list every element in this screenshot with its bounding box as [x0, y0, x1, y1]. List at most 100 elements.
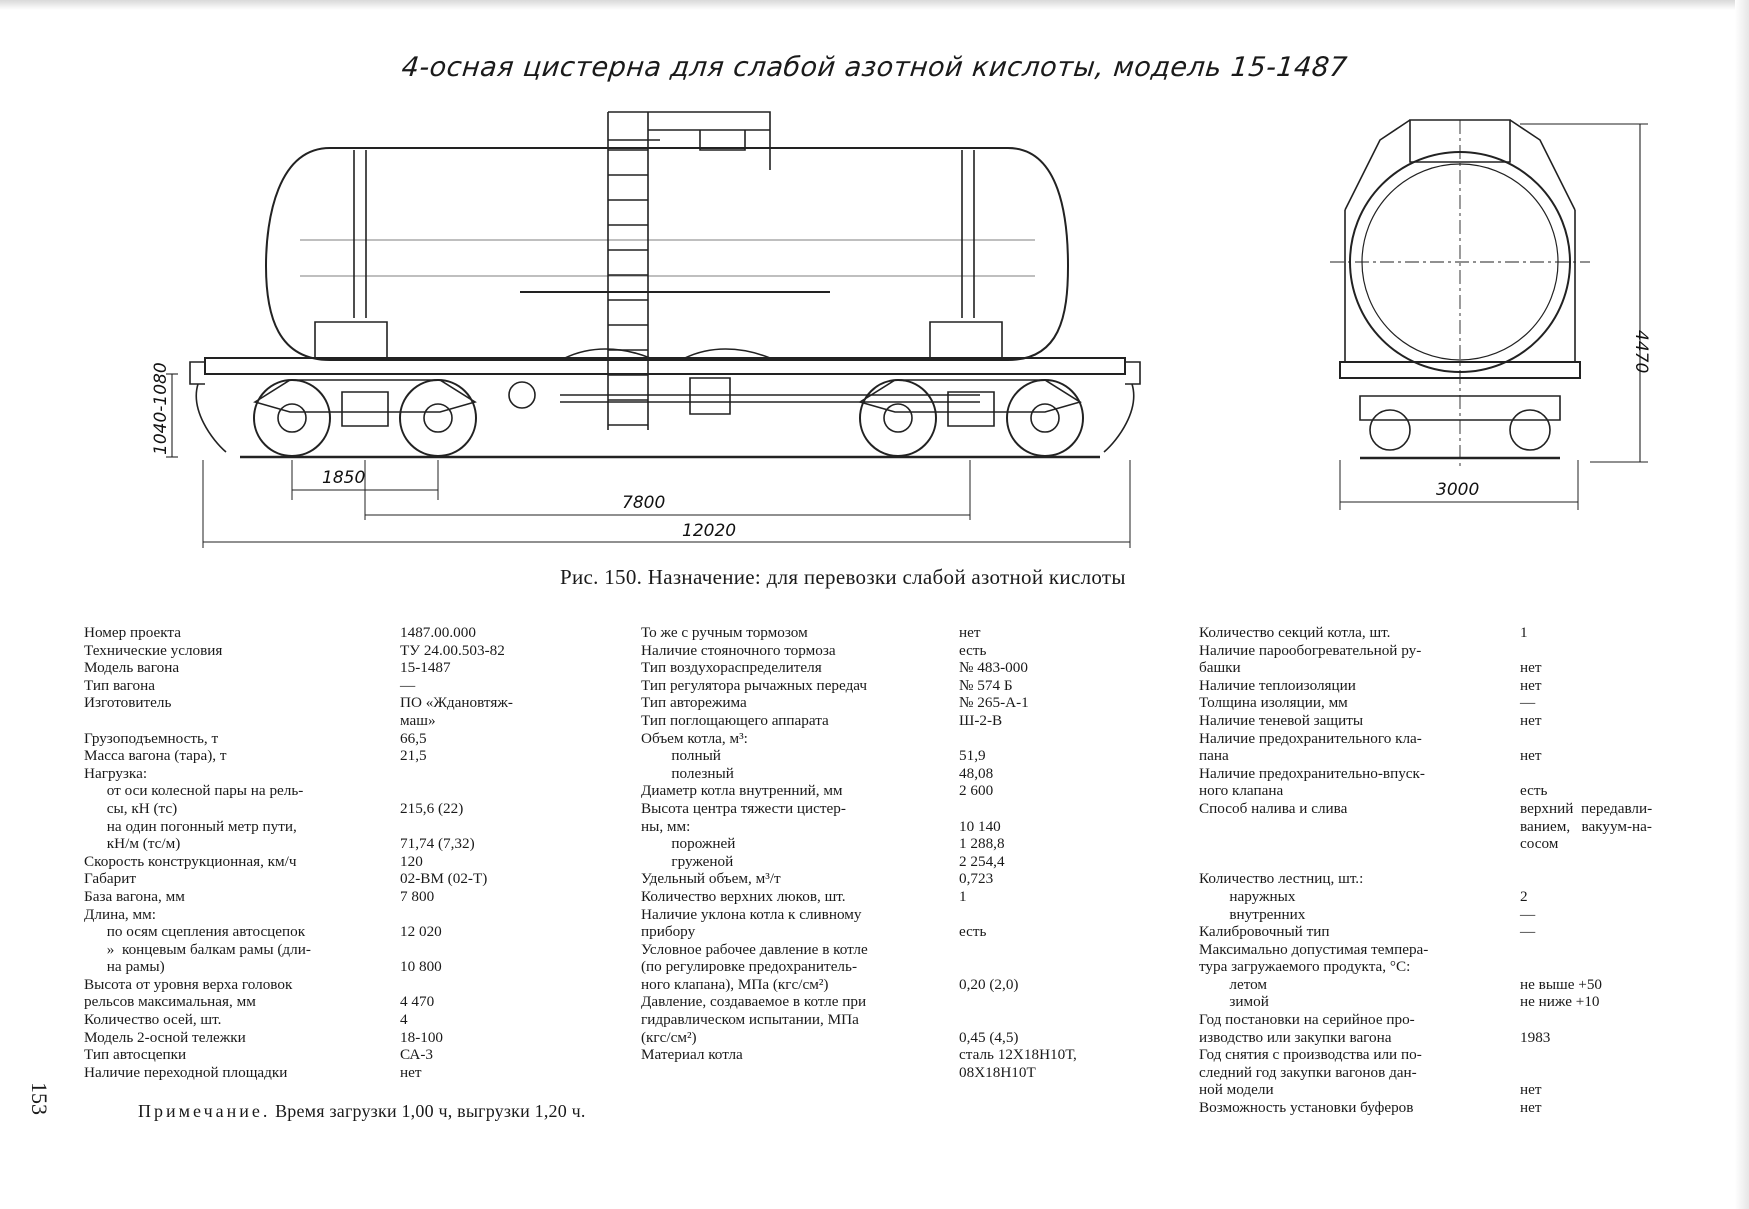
spec-value: нет — [400, 1063, 422, 1081]
spec-value: 1 — [1520, 624, 1528, 641]
spec-label: Масса вагона (тара), т — [84, 747, 227, 765]
spec-row: от оси колесной пары на рель- — [84, 782, 584, 800]
spec-label: Наличие предохранительного кла- — [1199, 729, 1422, 747]
spec-label: Наличие теневой защиты — [1199, 711, 1364, 729]
spec-row: Условное рабочее давление в котле — [641, 941, 1161, 959]
spec-label: наружных — [1199, 887, 1296, 905]
spec-label: Наличие теплоизоляции — [1199, 676, 1356, 694]
dim-label-12020: 12020 — [682, 521, 736, 541]
spec-label: башки — [1199, 659, 1241, 677]
spec-value: нет — [1520, 659, 1542, 677]
spec-row: башки нет — [1199, 659, 1719, 677]
page-edge-shadow-right — [1735, 0, 1749, 1209]
spec-value: 4 — [400, 1011, 408, 1029]
spec-label: полный — [641, 747, 721, 765]
spec-label: Скорость конструкционная, км/ч — [84, 852, 297, 870]
spec-row: Давление, создаваемое в котле при — [641, 993, 1161, 1011]
spec-label: на рамы) — [84, 958, 165, 976]
spec-label: Тип поглощающего аппарата — [641, 711, 829, 729]
spec-value: 12 020 — [400, 923, 442, 941]
spec-value: нет — [1520, 747, 1542, 765]
spec-label: Грузоподъемность, т — [84, 729, 219, 747]
spec-label: сы, кН (тс) — [84, 799, 178, 817]
spec-row: Наличие предохранительного кла- — [1199, 730, 1719, 748]
spec-value: нет — [1520, 1081, 1542, 1099]
spec-row: Наличие предохранительно-впуск- — [1199, 765, 1719, 783]
spec-value: — — [1520, 923, 1536, 941]
spec-label: пана — [1199, 747, 1229, 765]
spec-row: ного клапана есть — [1199, 782, 1719, 800]
bogie-left — [254, 322, 476, 456]
spec-label: Калибровочный тип — [1199, 923, 1330, 941]
spec-row: Наличие парообогревательной ру- — [1199, 642, 1719, 660]
spec-label: от оси колесной пары на рель- — [84, 782, 304, 800]
ladder — [608, 112, 648, 430]
coupler-left — [190, 362, 226, 452]
spec-value: 2 — [1520, 887, 1528, 905]
spec-value: ТУ 24.00.503-82 — [400, 641, 505, 659]
spec-value: Ш-2-В — [959, 711, 1003, 729]
spec-label: груженой — [641, 852, 734, 870]
spec-label: следний год закупки вагонов дан- — [1199, 1063, 1417, 1081]
side-view — [166, 112, 1140, 548]
spec-label: То же с ручным тормозом — [641, 624, 808, 641]
spec-row: гидравлическом испытании, МПа — [641, 1011, 1161, 1029]
spec-row: маш» — [84, 712, 584, 730]
dim-label-3000: 3000 — [1436, 480, 1479, 500]
spec-label: Наличие парообогревательной ру- — [1199, 641, 1422, 659]
spec-value: № 265-А-1 — [959, 694, 1029, 712]
bogie-right — [860, 322, 1083, 456]
spec-row: пана нет — [1199, 747, 1719, 765]
spec-value: 1487.00.000 — [400, 624, 476, 641]
spec-row: » концевым балкам рамы (дли- — [84, 941, 584, 959]
spec-label: гидравлическом испытании, МПа — [641, 1011, 859, 1029]
spec-value: есть — [1520, 782, 1548, 800]
spec-label: внутренних — [1199, 905, 1306, 923]
spec-row: Количество секций котла, шт.1 — [1199, 624, 1719, 642]
spec-label: Изготовитель — [84, 694, 172, 712]
spec-row: Объем котла, м³: — [641, 730, 1161, 748]
spec-label: на один погонный метр пути, — [84, 817, 297, 835]
spec-value: — — [1520, 905, 1536, 923]
spec-value: 21,5 — [400, 747, 427, 765]
note-prefix: Примечание. — [138, 1101, 271, 1121]
spec-value: — — [400, 676, 416, 694]
spec-label: рельсов максимальная, мм — [84, 993, 256, 1011]
tank-boiler — [266, 148, 1068, 360]
spec-value: СА-3 — [400, 1046, 433, 1064]
spec-label: кН/м (тс/м) — [84, 835, 181, 853]
spec-row: Высота центра тяжести цистер- — [641, 800, 1161, 818]
spec-value: 51,9 — [959, 747, 986, 765]
dim-label-1850: 1850 — [322, 468, 365, 488]
spec-label: летом — [1199, 975, 1268, 993]
spec-row: Тип поглощающего аппарата Ш-2-В — [641, 712, 1161, 730]
spec-label: Возможность установки буферов — [1199, 1099, 1414, 1117]
coupler-right — [1104, 362, 1140, 452]
spec-label: ного клапана — [1199, 782, 1284, 800]
spec-label: Длина, мм: — [84, 905, 156, 923]
spec-row: следний год закупки вагонов дан- — [1199, 1064, 1719, 1082]
spec-label: ной модели — [1199, 1081, 1274, 1099]
dim-label-7800: 7800 — [622, 493, 665, 513]
spec-label: Способ налива и слива — [1199, 799, 1348, 817]
spec-value: — — [1520, 694, 1536, 712]
